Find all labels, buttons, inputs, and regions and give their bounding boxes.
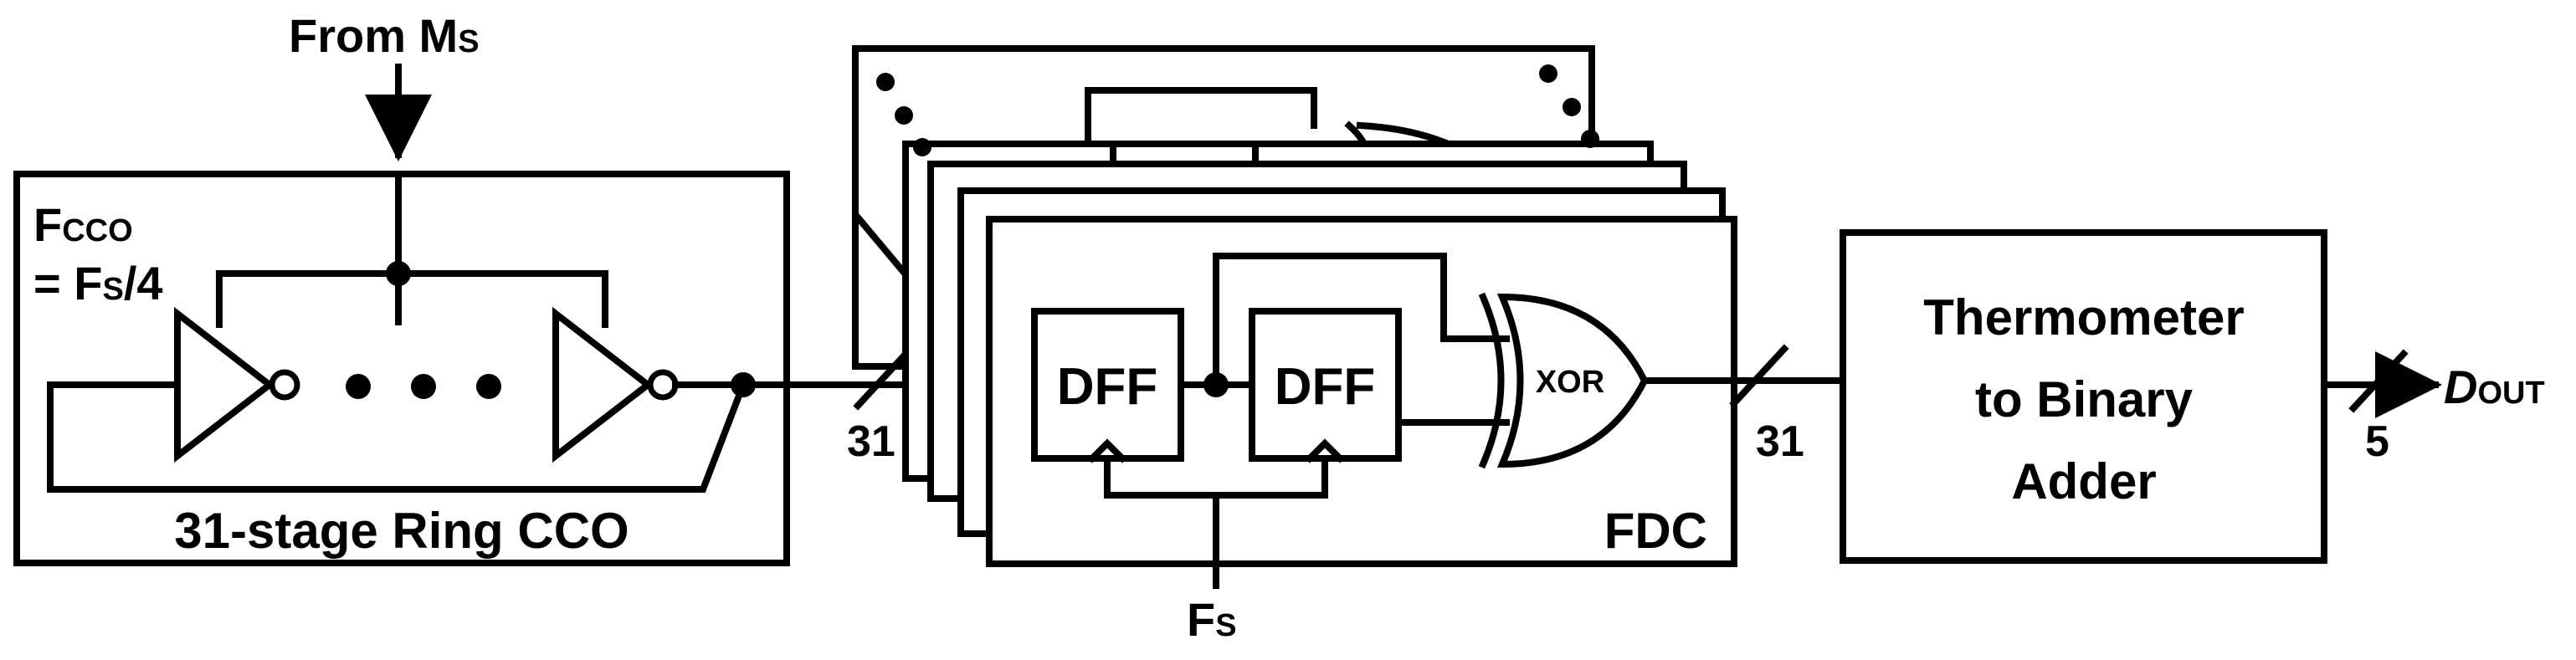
fdc-title: FDC [1604,503,1707,559]
bus-width-dout: 5 [2365,417,2389,466]
cco-title: 31-stage Ring CCO [174,503,629,559]
xor-input-a-wire [1213,253,1510,388]
bus-width-fdc: 31 [1756,417,1804,466]
clock-label: FS [1187,593,1237,646]
adder-box [1840,229,2327,564]
junction-dff [1203,372,1229,397]
output-label: DOUT [2444,361,2545,413]
dff-2-label: DFF [1275,358,1376,416]
bus-width-cco: 31 [847,417,895,466]
cco-freq-label: FCCO [33,198,133,251]
adder-line-3: Adder [2011,453,2156,509]
xor-gate-body [1496,293,1649,468]
junction-bias [386,261,411,286]
ring-feedback-wire [47,380,748,493]
bus-slash-31b [1729,344,1789,408]
adder-line-1: Thermometer [1923,289,2244,345]
dff-1-clock-mark [1087,438,1127,463]
stack-dot [1539,64,1557,83]
stack-dot [1563,98,1581,116]
junction-cco-out [731,372,756,397]
adder-line-2: to Binary [1975,371,2194,427]
cco-freq-equation: = FS/4 [33,257,163,310]
ellipsis-dot [346,374,371,399]
top-feedback-wire [216,270,608,328]
xor-label: XOR [1536,365,1604,400]
inverter-1 [174,306,275,463]
xor-extra-curve [1478,292,1505,469]
stack-dot [913,138,931,156]
back-sheet-gate-wire [1085,87,1317,146]
bus-slash-5 [2348,349,2409,413]
ellipsis-dot [476,374,501,399]
stack-dot [1581,130,1599,148]
inverter-2-bubble [647,369,679,401]
input-label: From MS [289,9,480,62]
bus-slash-31a [853,346,913,411]
ellipsis-dot [411,374,436,399]
stack-dot [895,106,913,125]
inverter-1-bubble [269,369,300,401]
dff-1-label: DFF [1057,358,1158,416]
inverter-2 [552,306,654,463]
dff-2-clock-mark [1305,438,1345,463]
stack-dot [876,73,895,91]
